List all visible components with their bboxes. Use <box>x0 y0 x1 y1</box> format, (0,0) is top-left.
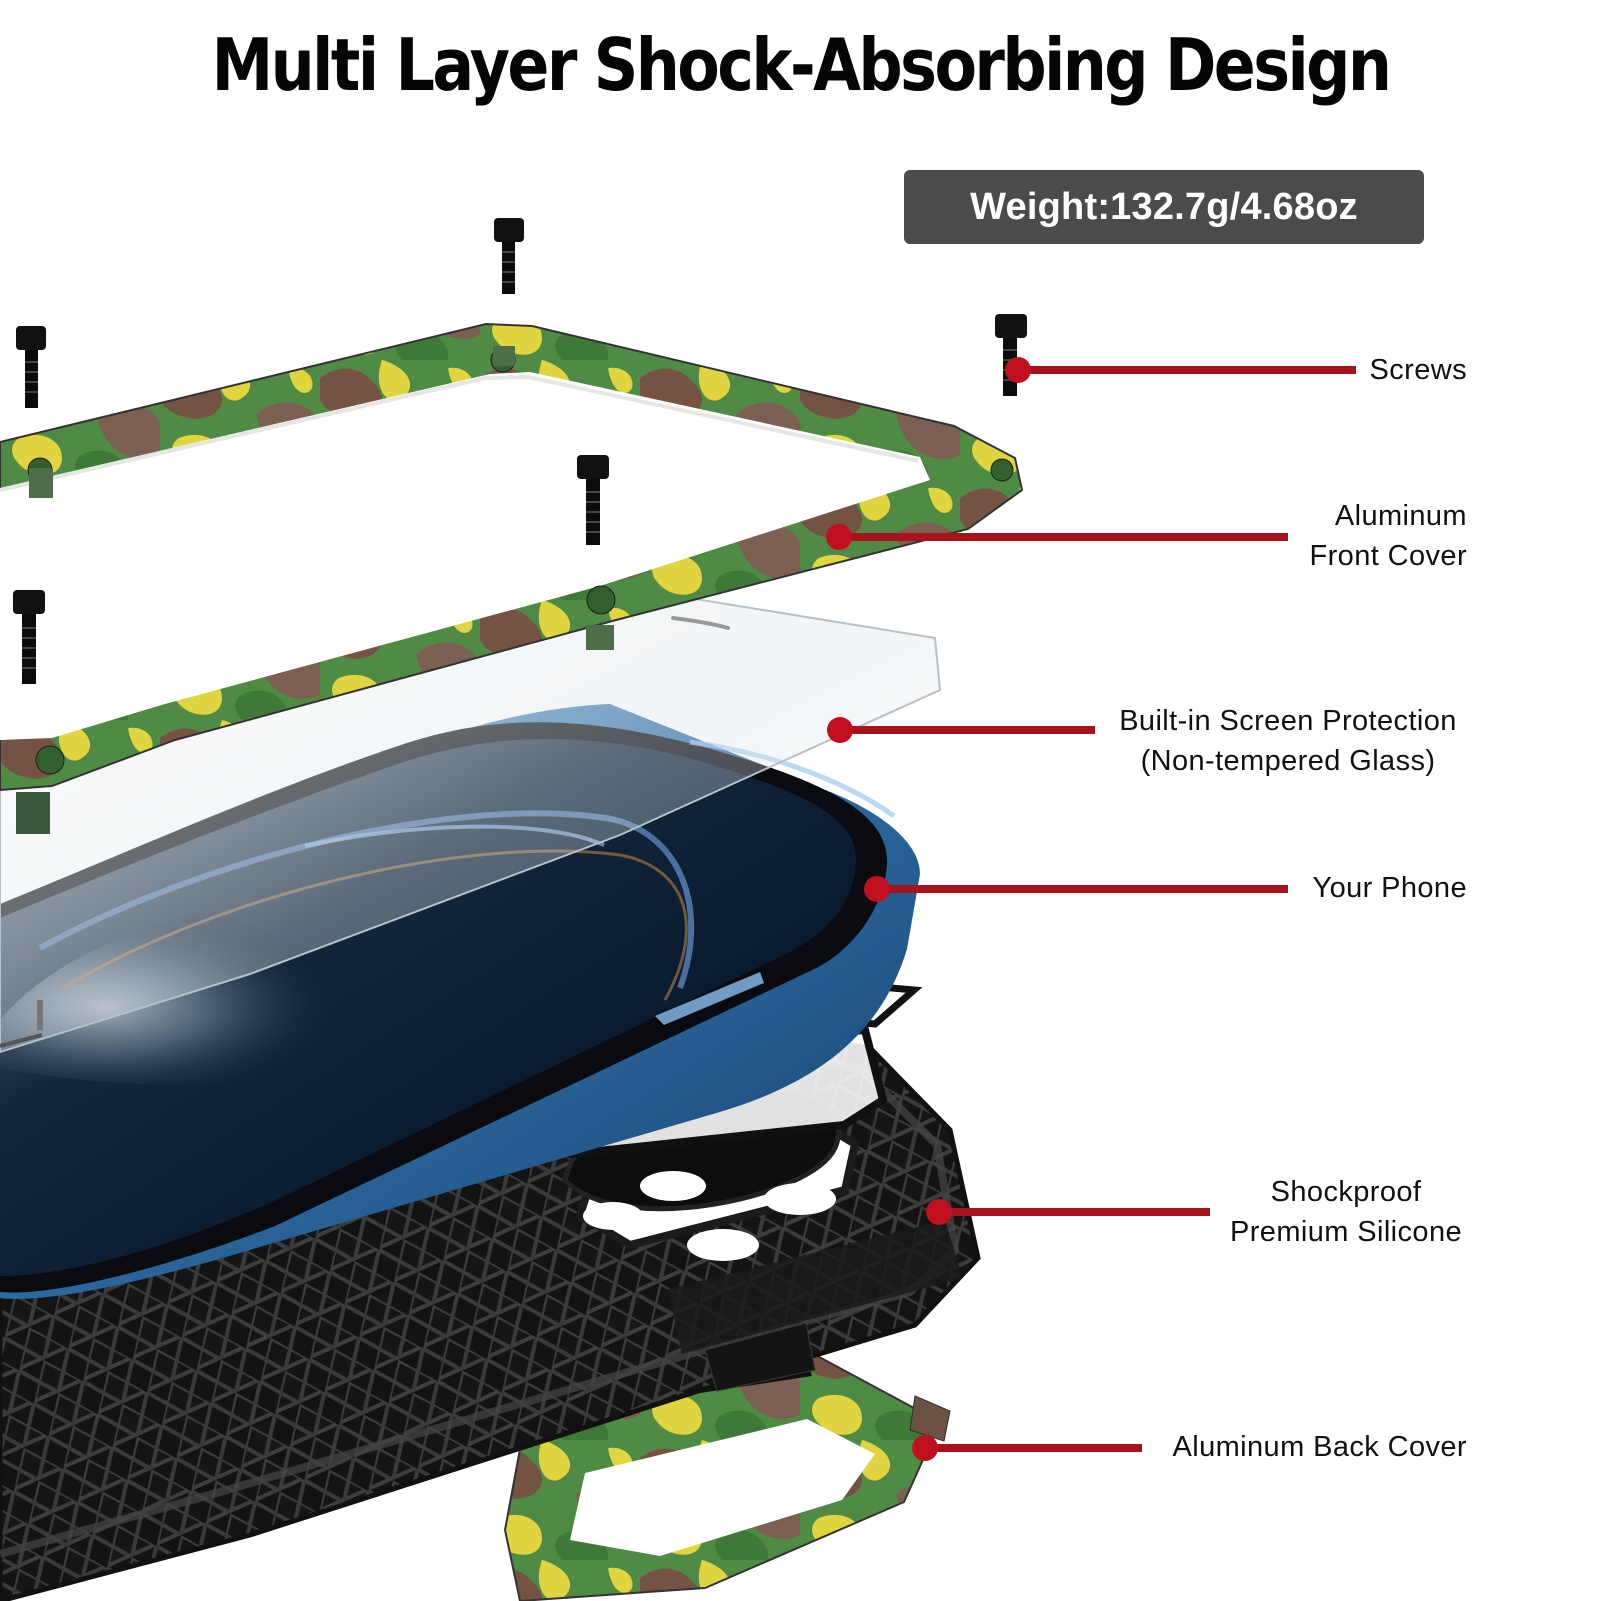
callout-lines <box>826 357 1356 1461</box>
callout-phone-text: Your Phone <box>1312 872 1467 904</box>
callout-back-cover-text: Aluminum Back Cover <box>1172 1431 1467 1463</box>
callout-phone-line <box>864 876 1288 902</box>
callout-screen-protection-line <box>827 717 1095 743</box>
screw-set-graphic <box>13 218 1027 684</box>
callout-front-cover-label: Aluminum Front Cover <box>1310 496 1468 576</box>
callout-back-cover-label: Aluminum Back Cover <box>1173 1427 1467 1467</box>
callout-phone-label: Your Phone <box>1312 868 1467 908</box>
front-cover-graphic <box>0 322 1024 834</box>
screw-graphic <box>494 218 524 294</box>
callout-front-cover-text-1: Aluminum <box>1334 500 1467 532</box>
callout-screws-line <box>1005 357 1356 383</box>
callout-screen-protection-text-1: Built-in Screen Protection <box>1119 705 1457 737</box>
callout-front-cover-text-2: Front Cover <box>1309 540 1467 572</box>
callout-silicone-text-2: Premium Silicone <box>1229 1216 1463 1248</box>
callout-screen-protection-text-2: (Non-tempered Glass) <box>1140 745 1436 777</box>
screw-graphic <box>16 326 46 408</box>
callout-screws-label: Screws <box>1370 350 1467 390</box>
page-title: Multi Layer Shock-Absorbing Design <box>211 23 1392 107</box>
callout-silicone-text-1: Shockproof <box>1270 1176 1422 1208</box>
callout-screen-protection-label: Built-in Screen Protection (Non-tempered… <box>1108 701 1468 781</box>
callout-silicone-label: Shockproof Premium Silicone <box>1216 1172 1476 1252</box>
callout-front-cover-line <box>826 524 1288 550</box>
callout-back-cover-line <box>912 1435 1142 1461</box>
screw-graphic <box>577 455 609 545</box>
callout-screws-text: Screws <box>1369 354 1467 386</box>
callout-silicone-line <box>926 1199 1210 1225</box>
screw-graphic <box>995 314 1027 396</box>
weight-badge: Weight:132.7g/4.68oz <box>904 170 1424 244</box>
screw-graphic <box>13 590 45 684</box>
